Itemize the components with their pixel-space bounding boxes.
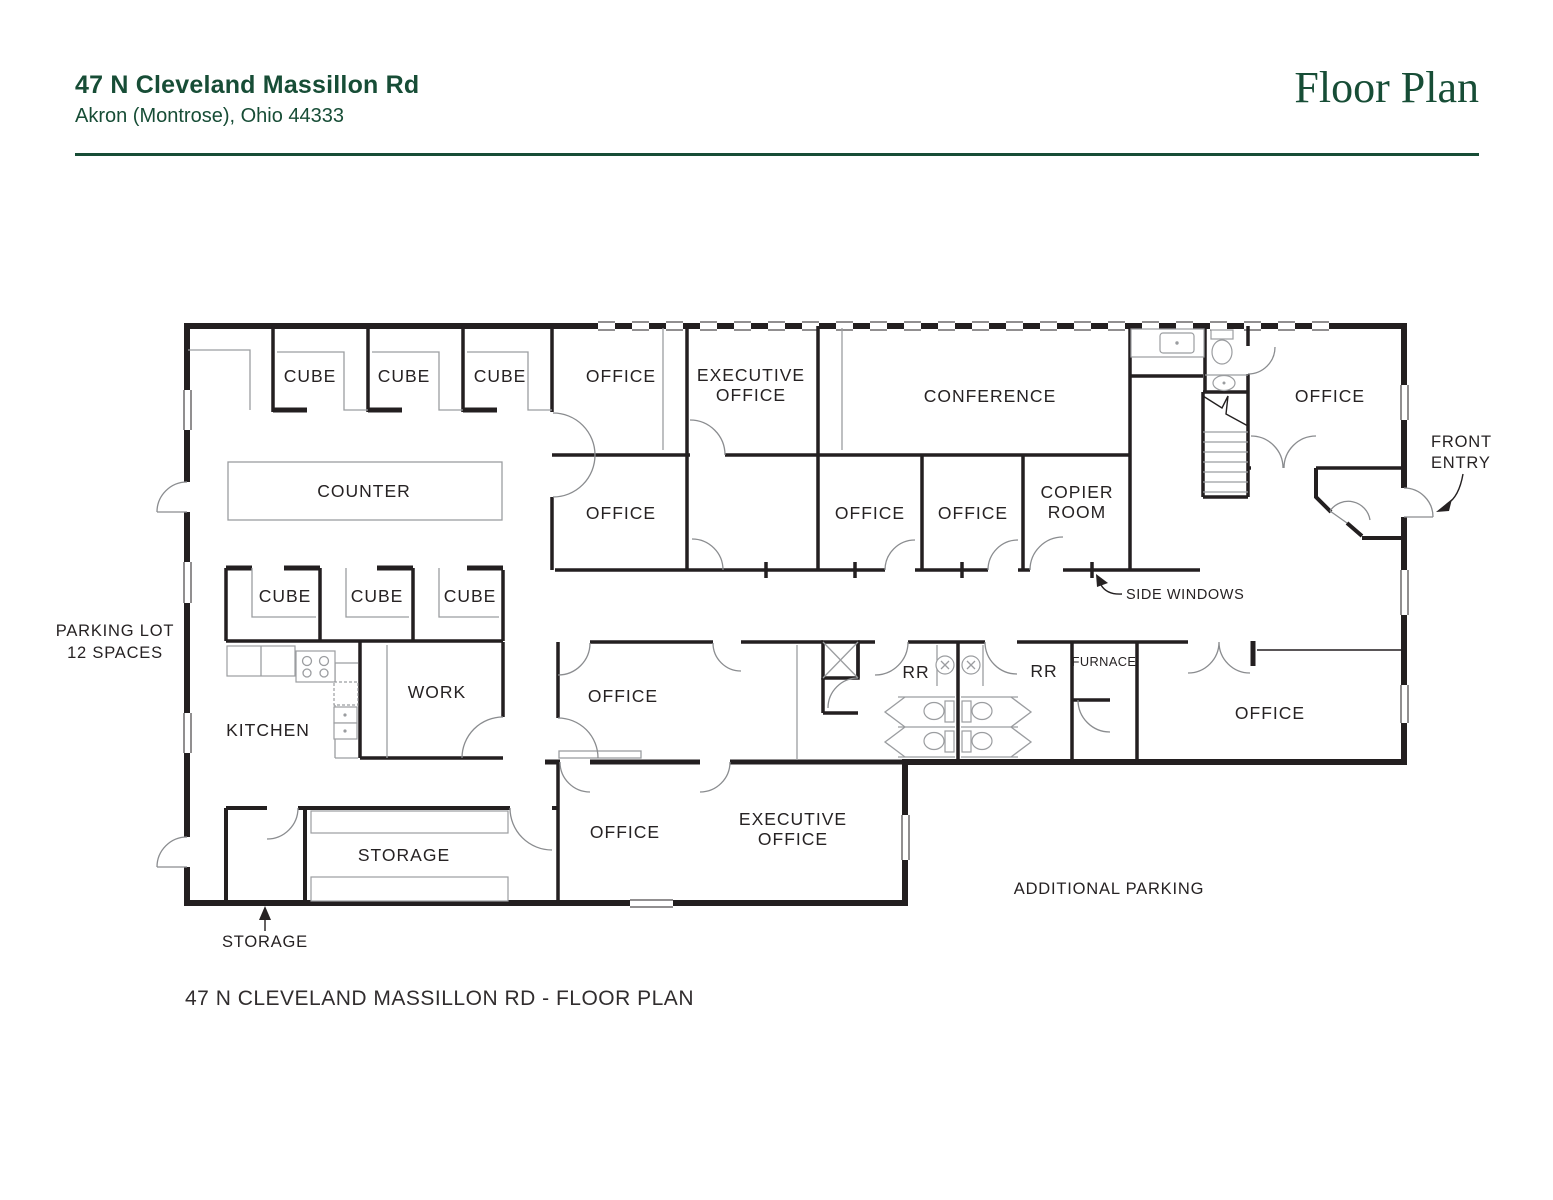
door-swings [156, 346, 1434, 868]
room-label-kitchen: KITCHEN [226, 720, 310, 740]
room-label-office: OFFICE [588, 686, 658, 706]
window-step-wall [899, 815, 911, 860]
front-entry-arrow [1436, 473, 1464, 512]
document-title: Floor Plan [1294, 63, 1479, 112]
small-sink-icon [1212, 374, 1236, 392]
thin-partitions [188, 328, 1248, 760]
room-label-cube: CUBE [444, 586, 497, 606]
room-label-office: OFFICE [1235, 703, 1305, 723]
toilet-icons-restrooms [923, 700, 993, 753]
exterior-windows [180, 319, 1411, 909]
property-address: 47 N Cleveland Massillon Rd Akron (Montr… [75, 70, 419, 128]
exterior-door-gaps [180, 482, 1411, 867]
restroom-stalls [883, 696, 1033, 758]
side-windows-label: SIDE WINDOWS [1126, 587, 1244, 603]
room-label-restroom: RR [902, 662, 929, 682]
storage-shelves [310, 810, 509, 902]
room-label-cube: CUBE [351, 586, 404, 606]
window-bottom-wall [630, 897, 673, 909]
dishwasher-icon [333, 681, 359, 706]
room-label-executive-office: EXECUTIVE [697, 365, 805, 385]
fixtures [226, 328, 1249, 902]
room-labels: CUBE CUBE CUBE CUBE CUBE CUBE OFFICE OFF… [226, 365, 1365, 865]
toilet-icon-upper [1210, 329, 1234, 365]
parking-lot-label: PARKING LOT [56, 622, 175, 640]
side-windows-arrow [1096, 574, 1123, 595]
address-line1: 47 N Cleveland Massillon Rd [75, 71, 420, 99]
room-label-conference: CONFERENCE [924, 386, 1057, 406]
windows-left-wall [181, 390, 193, 753]
room-label-furnace: FURNACE [1072, 654, 1137, 669]
room-label-storage: STORAGE [358, 845, 450, 865]
room-label-executive-office: EXECUTIVE [739, 809, 847, 829]
stove-icon [295, 650, 336, 683]
storage-callout-label: STORAGE [222, 933, 308, 951]
plan-annotations: PARKING LOT 12 SPACES FRONT ENTRY SIDE W… [56, 433, 1492, 951]
room-label-copier-room: COPIER [1040, 482, 1113, 502]
room-label-executive-office: OFFICE [758, 829, 828, 849]
windows-right-wall [1398, 385, 1410, 723]
room-label-cube: CUBE [378, 366, 431, 386]
room-label-office: OFFICE [938, 503, 1008, 523]
room-label-counter: COUNTER [317, 481, 411, 501]
front-entry-label: ENTRY [1431, 454, 1491, 472]
room-label-office: OFFICE [1295, 386, 1365, 406]
front-entry-label: FRONT [1431, 433, 1492, 451]
room-label-copier-room: ROOM [1048, 502, 1106, 522]
kitchen-sink-icon [333, 706, 358, 740]
room-label-cube: CUBE [259, 586, 312, 606]
parking-lot-label: 12 SPACES [67, 644, 163, 662]
interior-walls [224, 326, 1404, 903]
room-label-executive-office: OFFICE [716, 385, 786, 405]
restroom-sinks-icon [935, 645, 984, 686]
staircase [1202, 395, 1249, 493]
room-label-cube: CUBE [474, 366, 527, 386]
room-label-office: OFFICE [586, 366, 656, 386]
room-label-restroom: RR [1030, 661, 1057, 681]
ribbon-windows-top [598, 319, 1329, 333]
additional-parking-label: ADDITIONAL PARKING [1014, 880, 1204, 898]
room-label-office: OFFICE [590, 822, 660, 842]
room-label-work: WORK [408, 682, 466, 702]
storage-callout-arrow [259, 906, 271, 931]
room-label-office: OFFICE [835, 503, 905, 523]
address-line2: Akron (Montrose), Ohio 44333 [75, 105, 345, 127]
room-label-cube: CUBE [284, 366, 337, 386]
plan-caption: 47 N CLEVELAND MASSILLON RD - FLOOR PLAN [185, 987, 694, 1010]
header-divider [75, 153, 1479, 156]
bathroom-counter-sink-icon [1130, 328, 1205, 358]
room-label-office: OFFICE [586, 503, 656, 523]
